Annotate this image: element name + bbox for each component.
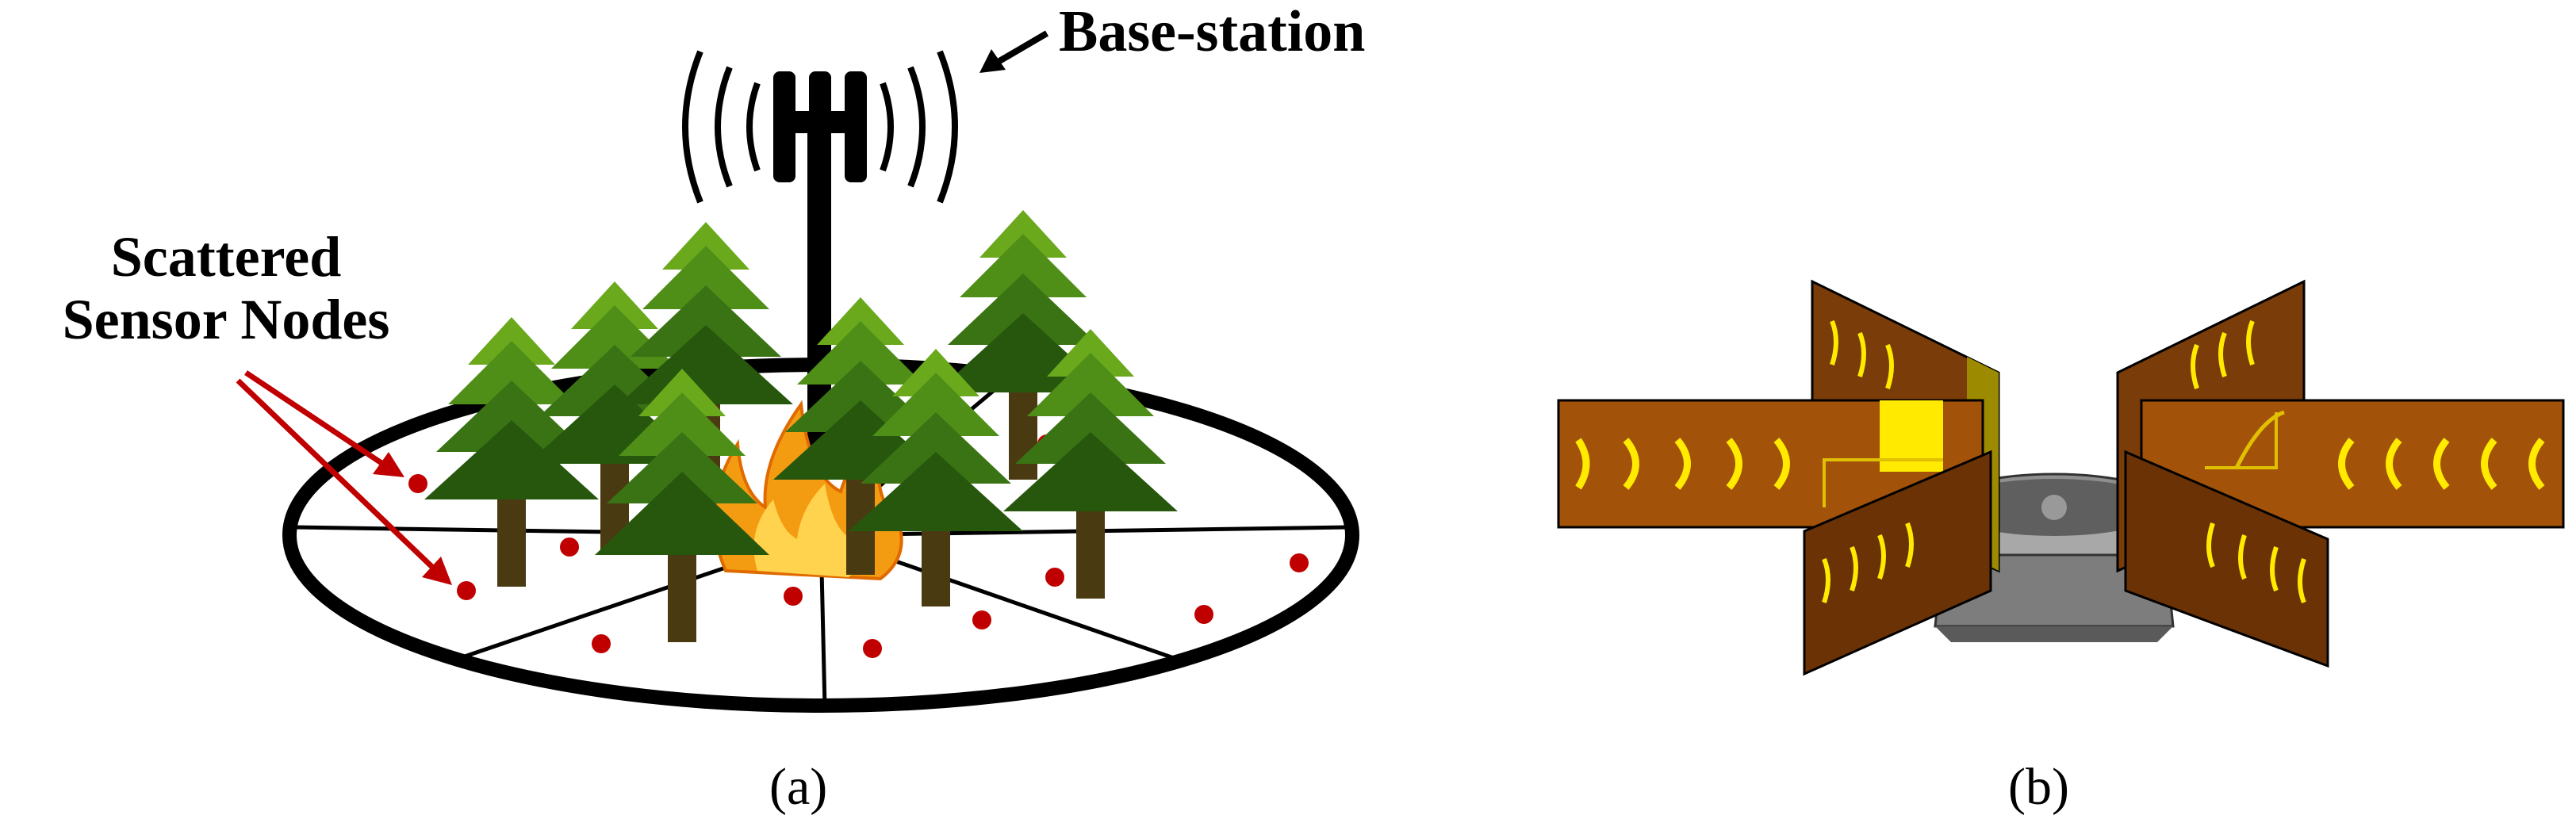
- panel-a-forest-scene: [236, 30, 1359, 713]
- sensor-node: [1290, 553, 1309, 572]
- slot-elements: [1830, 320, 2255, 389]
- signal-waves-icon: [682, 50, 958, 204]
- sensor-label-line2: Sensor Nodes: [62, 288, 390, 352]
- forest-trees: [424, 210, 1178, 642]
- base-station-tower: [773, 71, 867, 468]
- antenna-panel-right: [2140, 399, 2565, 529]
- tree: [424, 317, 599, 587]
- scattered-sensor-nodes-label: Scattered Sensor Nodes: [32, 225, 420, 352]
- sensor-node: [592, 634, 611, 653]
- tree: [1003, 329, 1178, 599]
- tree: [849, 349, 1023, 606]
- slot-elements: [1575, 438, 1790, 490]
- sensor-node: [560, 538, 579, 557]
- slot-elements: [2338, 438, 2545, 490]
- sensor-label-line1: Scattered: [110, 225, 342, 289]
- sensor-pointer-arrows: [236, 370, 452, 585]
- sensor-node: [1045, 568, 1064, 587]
- antenna-panel-front-right: [2124, 450, 2329, 668]
- sensor-node: [457, 581, 476, 600]
- sensor-node: [784, 587, 803, 606]
- sensor-node: [972, 610, 991, 629]
- panel-b-antenna-model: [1557, 279, 2565, 676]
- antenna-panel-front-left: [1803, 450, 1992, 676]
- caption-b: (b): [2008, 758, 2069, 816]
- sensor-node: [1194, 605, 1213, 624]
- base-station-arrow: [979, 30, 1049, 73]
- sensor-node: [408, 474, 427, 493]
- sensor-node: [863, 639, 882, 658]
- caption-a: (a): [769, 758, 828, 816]
- base-station-label: Base-station: [1059, 0, 1366, 64]
- tree: [595, 369, 769, 642]
